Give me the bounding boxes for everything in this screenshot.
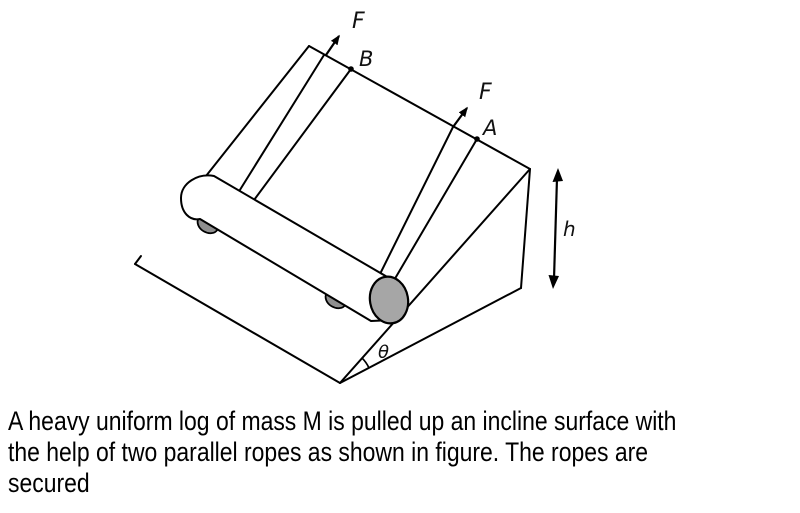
height-arrow-head-top [552, 168, 563, 182]
force-a-label: F [479, 80, 492, 105]
wedge-bottom-left-edge [134, 263, 341, 384]
force-arrow-b [325, 34, 340, 56]
force-arrow-a [452, 106, 468, 128]
rope-b-pulled-segment [237, 54, 325, 194]
force-b-label: F [352, 9, 365, 34]
incline-log-diagram: F B F A h θ [134, 9, 576, 384]
wedge-bottom-right-edge [339, 287, 522, 384]
physics-figure: F B F A h θ [134, 9, 576, 384]
log-body [180, 174, 395, 322]
height-arrow-head-bottom [548, 275, 559, 289]
height-arrow-shaft [552, 177, 559, 280]
ropes [237, 54, 478, 283]
rope-a-secured-segment [392, 138, 478, 283]
rope-b-secured-segment [253, 68, 352, 201]
problem-statement: A heavy uniform log of mass M is pulled … [8, 406, 799, 499]
problem-line-3: secured [8, 468, 90, 498]
angle-label: θ [378, 342, 389, 363]
wedge-slope-right-edge [339, 168, 531, 384]
point-a-label: A [481, 116, 497, 140]
wedge-ridge-edge [308, 45, 531, 170]
problem-line-2: the help of two parallel ropes as shown … [8, 437, 649, 467]
point-b-dot [348, 66, 354, 72]
height-arrow [548, 168, 563, 289]
wedge-left-edge-lower [134, 255, 142, 265]
wedge-outline [134, 45, 531, 384]
rope-a-pulled-segment [379, 126, 454, 275]
theta-arc [361, 357, 370, 369]
log-end-face [368, 275, 410, 325]
point-b-label: B [359, 47, 373, 71]
point-a-dot [474, 136, 480, 142]
wedge-left-edge-upper [205, 45, 310, 177]
height-label: h [563, 217, 576, 241]
wedge-right-vertical-edge [520, 168, 531, 289]
problem-line-1: A heavy uniform log of mass M is pulled … [8, 406, 677, 436]
